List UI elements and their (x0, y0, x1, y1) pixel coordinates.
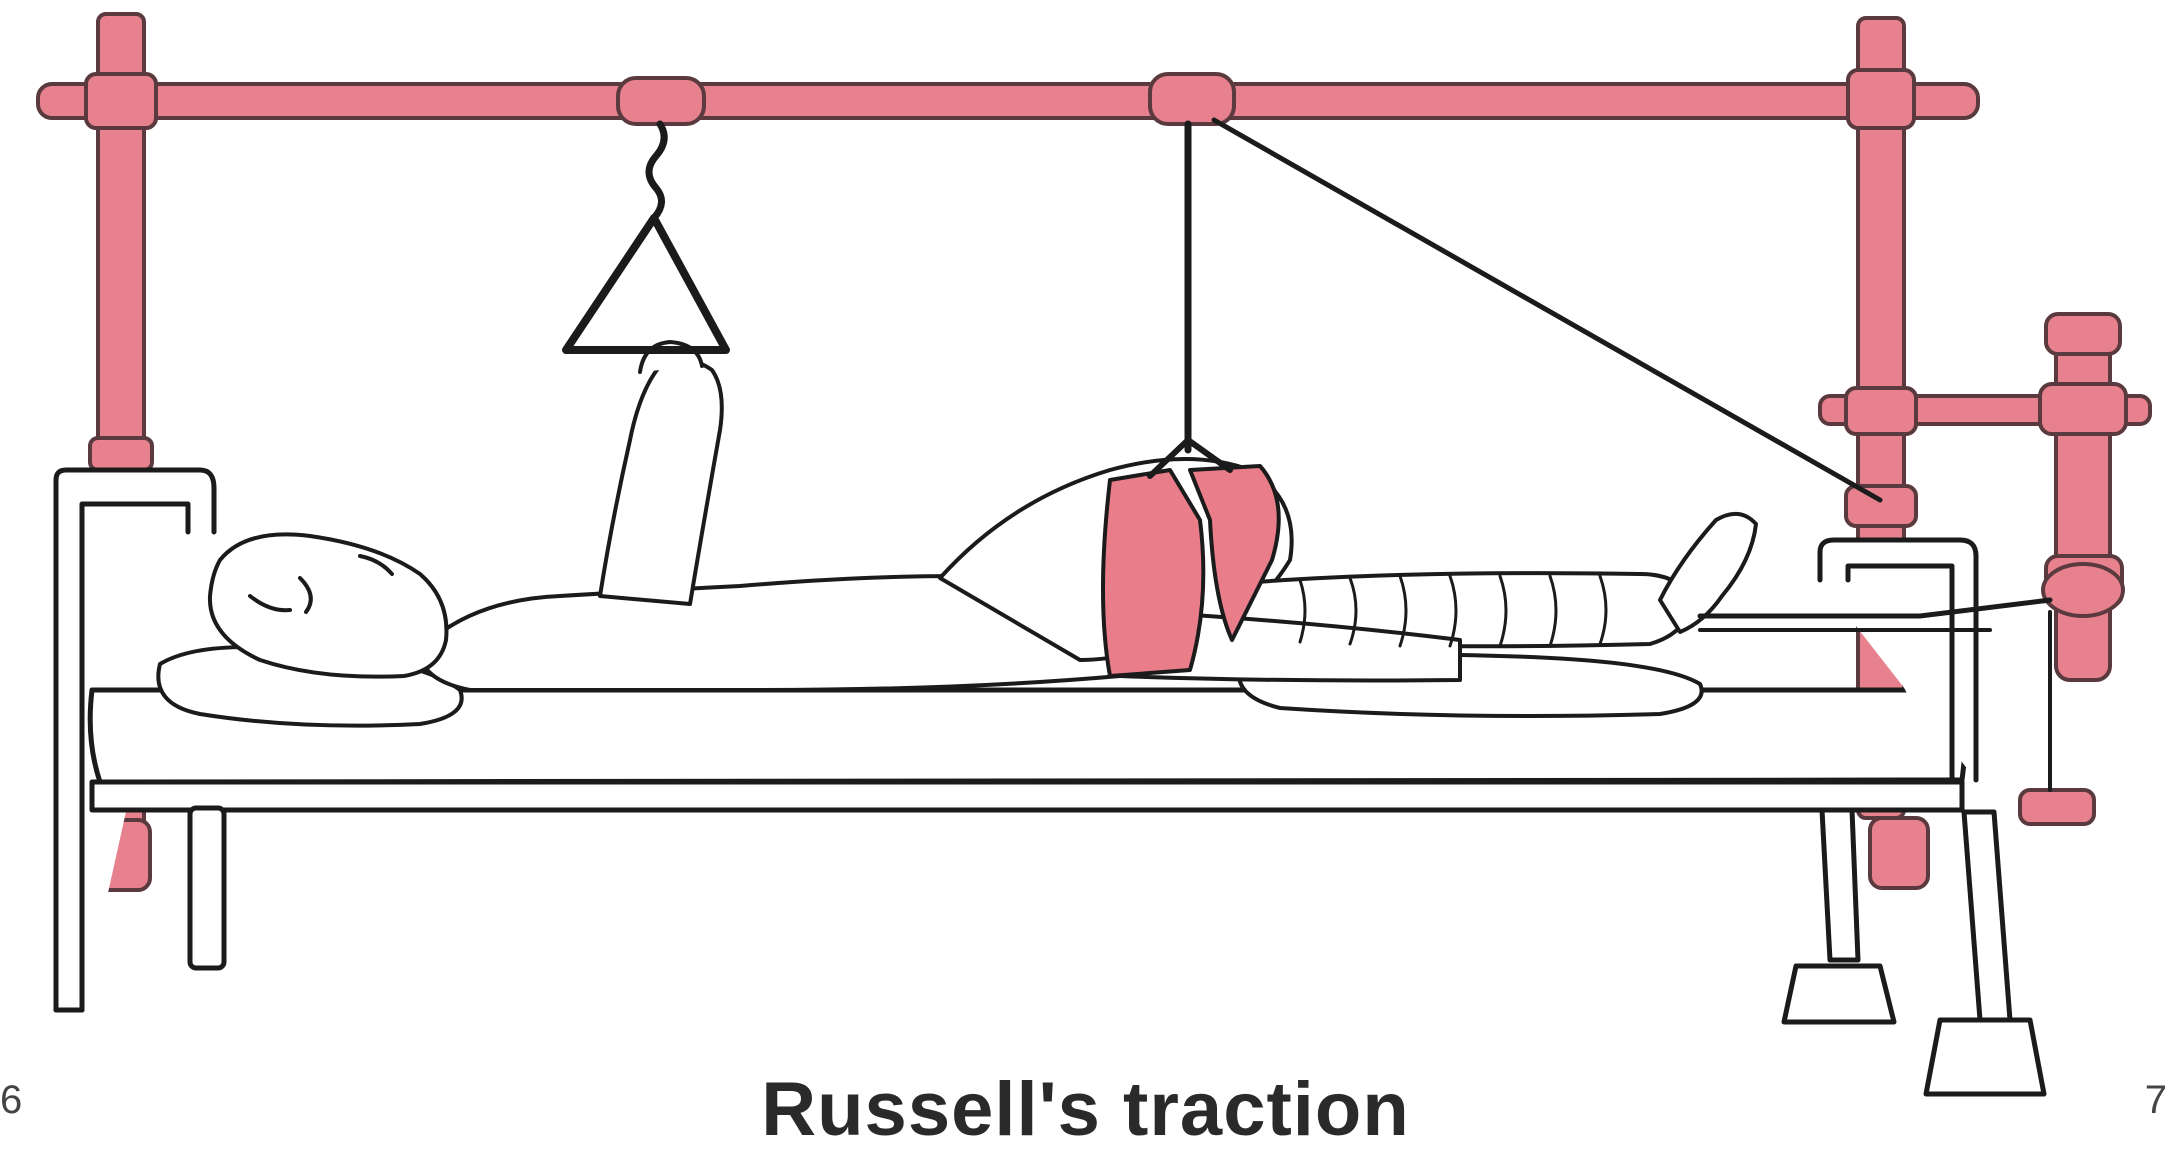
foot-pulley (2041, 562, 2125, 618)
foot-post-clamp-upper (2038, 382, 2128, 436)
left-pole-clamp-upper (88, 436, 154, 472)
bed-leg-clamp-right (1868, 816, 1930, 890)
castor-front (1781, 963, 1897, 1025)
right-pole-clamp-upper (1844, 386, 1918, 436)
bed-leg-left-front (187, 805, 227, 971)
patient (207, 340, 1758, 693)
sling-left (1101, 468, 1206, 678)
right-pole-clamp-lower (1844, 484, 1918, 528)
bar-clamp-trapeze (616, 76, 706, 126)
bed-leg-right-back (1961, 809, 2013, 1023)
bar-clamp-left (84, 72, 158, 130)
foot-post-cap (2044, 312, 2122, 356)
hospital-bed (53, 467, 2047, 1097)
bed-frame (89, 779, 1965, 813)
traction-weight (2018, 788, 2096, 826)
patient-foot (1658, 512, 1758, 634)
knee-sling (1101, 464, 1281, 678)
bar-clamp-right (1846, 68, 1916, 130)
patient-raised-arm (598, 358, 724, 606)
sling-right (1188, 464, 1281, 642)
diagonal-traction-rope (1211, 117, 1883, 503)
overhead-bar (36, 82, 1980, 120)
leg-bandage-wraps (1298, 574, 1608, 648)
trapeze-chain (645, 120, 668, 222)
foot-traction-rope (1697, 597, 2053, 619)
bed-leg-right-front (1819, 807, 1861, 963)
figure-caption: Russell's traction (761, 1067, 1410, 1152)
bar-clamp-pulley (1148, 72, 1236, 126)
edge-mark-right: 7 (2144, 1078, 2167, 1122)
ropes (562, 117, 2053, 792)
castor-back (1923, 1017, 2047, 1097)
trapeze-bar (562, 214, 730, 354)
edge-mark-left: 6 (0, 1078, 23, 1122)
